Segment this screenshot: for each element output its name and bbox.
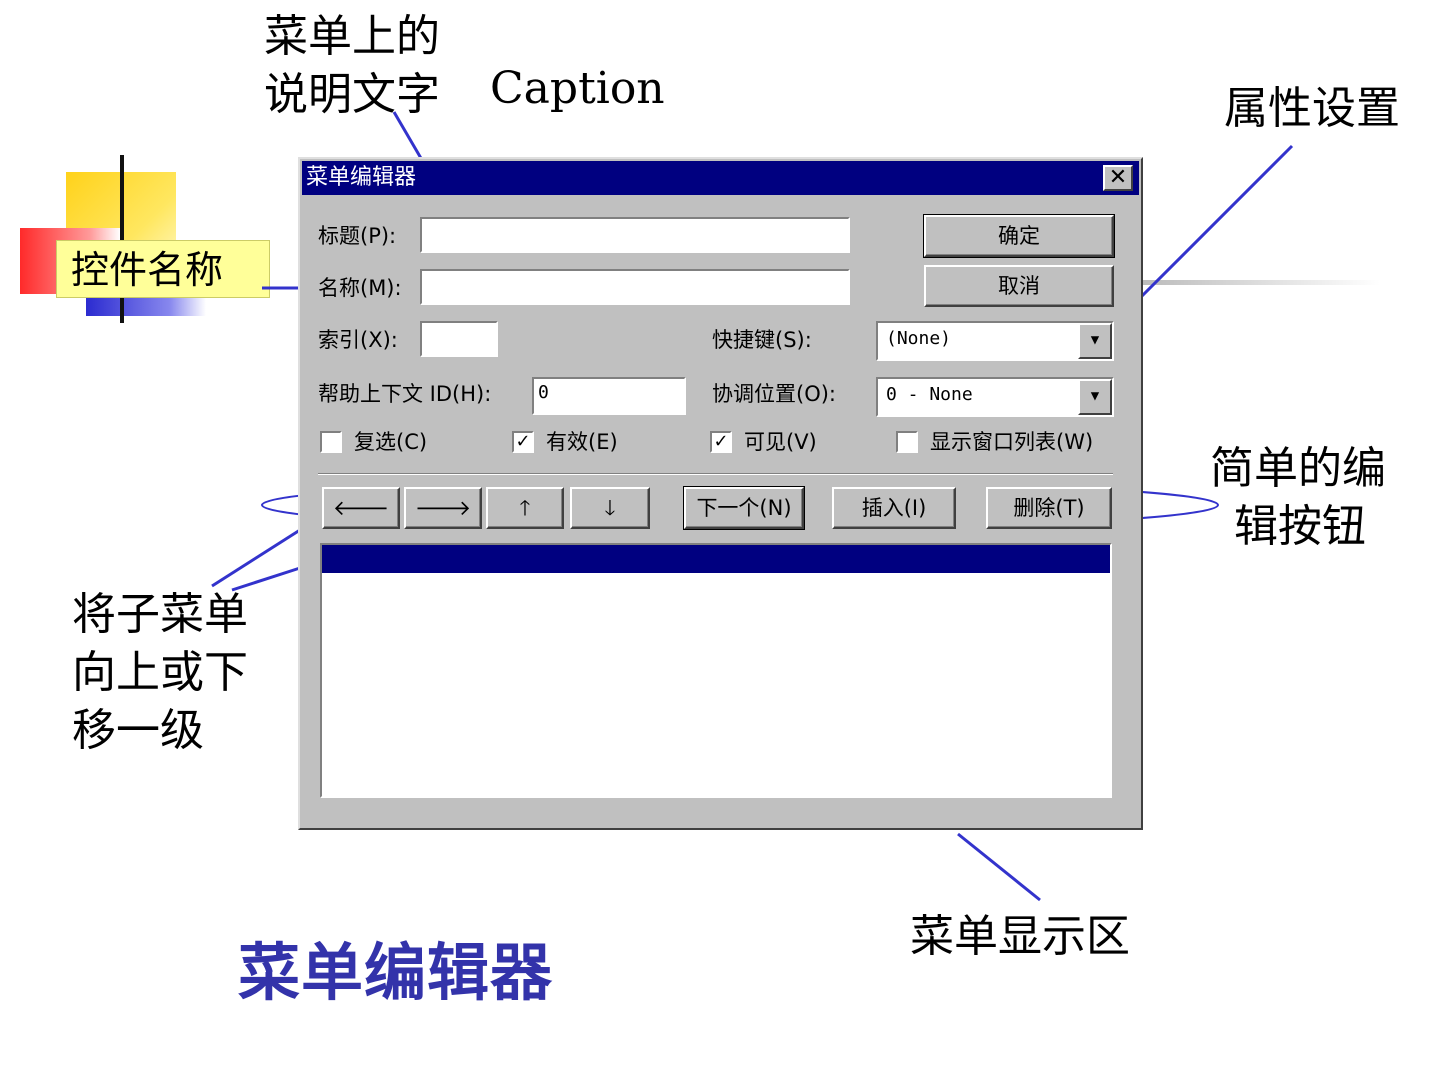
negotiate-dropdown-button[interactable]: ▼ (1078, 379, 1112, 415)
arrow-right-icon: 🡒 (414, 496, 472, 520)
callout-line-submenu-b (231, 566, 301, 592)
insert-button[interactable]: 插入(I) (832, 487, 956, 529)
checkmark-icon: ✓ (515, 431, 531, 452)
visible-label: 可见(V) (744, 430, 817, 454)
shortcut-select[interactable]: (None) ▼ (876, 321, 1114, 361)
menu-editor-dialog: 菜单编辑器 ✕ 标题(P): 确定 名称(M): 取消 索引(X): 快捷键(S… (298, 157, 1143, 830)
helpid-label: 帮助上下文 ID(H): (318, 382, 492, 406)
enabled-label: 有效(E) (546, 430, 618, 454)
move-left-button[interactable]: 🡐 (322, 487, 400, 529)
arrow-left-icon: 🡐 (332, 496, 390, 520)
caption-label: 标题(P): (318, 224, 397, 248)
callout-line-submenu-a (211, 528, 301, 588)
decor-vertical-line (120, 155, 124, 323)
separator (318, 473, 1113, 475)
helpid-input[interactable]: 0 (532, 377, 686, 415)
caption-input[interactable] (420, 217, 850, 253)
annotation-menu-caption-line1: 菜单上的 (264, 11, 440, 62)
windowlist-label: 显示窗口列表(W) (930, 430, 1094, 454)
negotiate-select[interactable]: 0 - None ▼ (876, 377, 1114, 417)
move-up-button[interactable]: 🡑 (486, 487, 564, 529)
dialog-title: 菜单编辑器 (306, 165, 417, 190)
annotation-property-setting: 属性设置 (1224, 83, 1400, 134)
callout-line-display-area (957, 832, 1041, 902)
checkmark-icon: ✓ (713, 431, 729, 452)
index-input[interactable] (420, 321, 498, 357)
annotation-submenu-line3: 移一级 (72, 705, 204, 756)
annotation-simple-edit-line2: 辑按钮 (1234, 501, 1366, 552)
next-button[interactable]: 下一个(N) (683, 486, 805, 530)
callout-line-property (1140, 144, 1294, 298)
windowlist-checkbox[interactable] (896, 431, 918, 453)
decor-horizontal-line (1140, 280, 1380, 285)
annotation-submenu-line1: 将子菜单 (72, 589, 248, 640)
chevron-down-icon: ▼ (1090, 388, 1100, 404)
shortcut-value: (None) (886, 328, 952, 349)
annotation-menu-display-area: 菜单显示区 (910, 911, 1130, 962)
arrow-up-icon: 🡑 (519, 496, 531, 520)
negotiate-value: 0 - None (886, 384, 973, 405)
slide-title: 菜单编辑器 (238, 936, 554, 1009)
annotation-submenu-line2: 向上或下 (72, 647, 248, 698)
close-icon: ✕ (1108, 165, 1128, 190)
negotiate-label: 协调位置(O): (712, 382, 836, 406)
arrow-down-icon: 🡓 (604, 496, 616, 520)
cancel-button[interactable]: 取消 (924, 265, 1114, 307)
callout-line-caption (392, 111, 424, 161)
checked-label: 复选(C) (354, 430, 428, 454)
index-label: 索引(X): (318, 328, 398, 352)
menu-list[interactable] (320, 543, 1112, 798)
checked-checkbox[interactable] (320, 431, 342, 453)
move-down-button[interactable]: 🡓 (570, 487, 650, 529)
name-input[interactable] (420, 269, 850, 305)
annotation-caption-en: Caption (490, 63, 665, 114)
enabled-checkbox[interactable]: ✓ (512, 431, 534, 453)
name-label: 名称(M): (318, 276, 402, 300)
chevron-down-icon: ▼ (1090, 332, 1100, 348)
annotation-menu-caption-line2: 说明文字 (264, 69, 440, 120)
delete-button[interactable]: 删除(T) (986, 487, 1112, 529)
close-button[interactable]: ✕ (1103, 165, 1133, 191)
visible-checkbox[interactable]: ✓ (710, 431, 732, 453)
annotation-control-name: 控件名称 (56, 240, 270, 298)
selected-list-item[interactable] (322, 545, 1110, 573)
annotation-simple-edit-line1: 简单的编 (1210, 443, 1386, 494)
ok-button[interactable]: 确定 (923, 214, 1115, 258)
move-right-button[interactable]: 🡒 (404, 487, 482, 529)
shortcut-label: 快捷键(S): (712, 328, 812, 352)
shortcut-dropdown-button[interactable]: ▼ (1078, 323, 1112, 359)
dialog-titlebar: 菜单编辑器 ✕ (302, 161, 1139, 195)
